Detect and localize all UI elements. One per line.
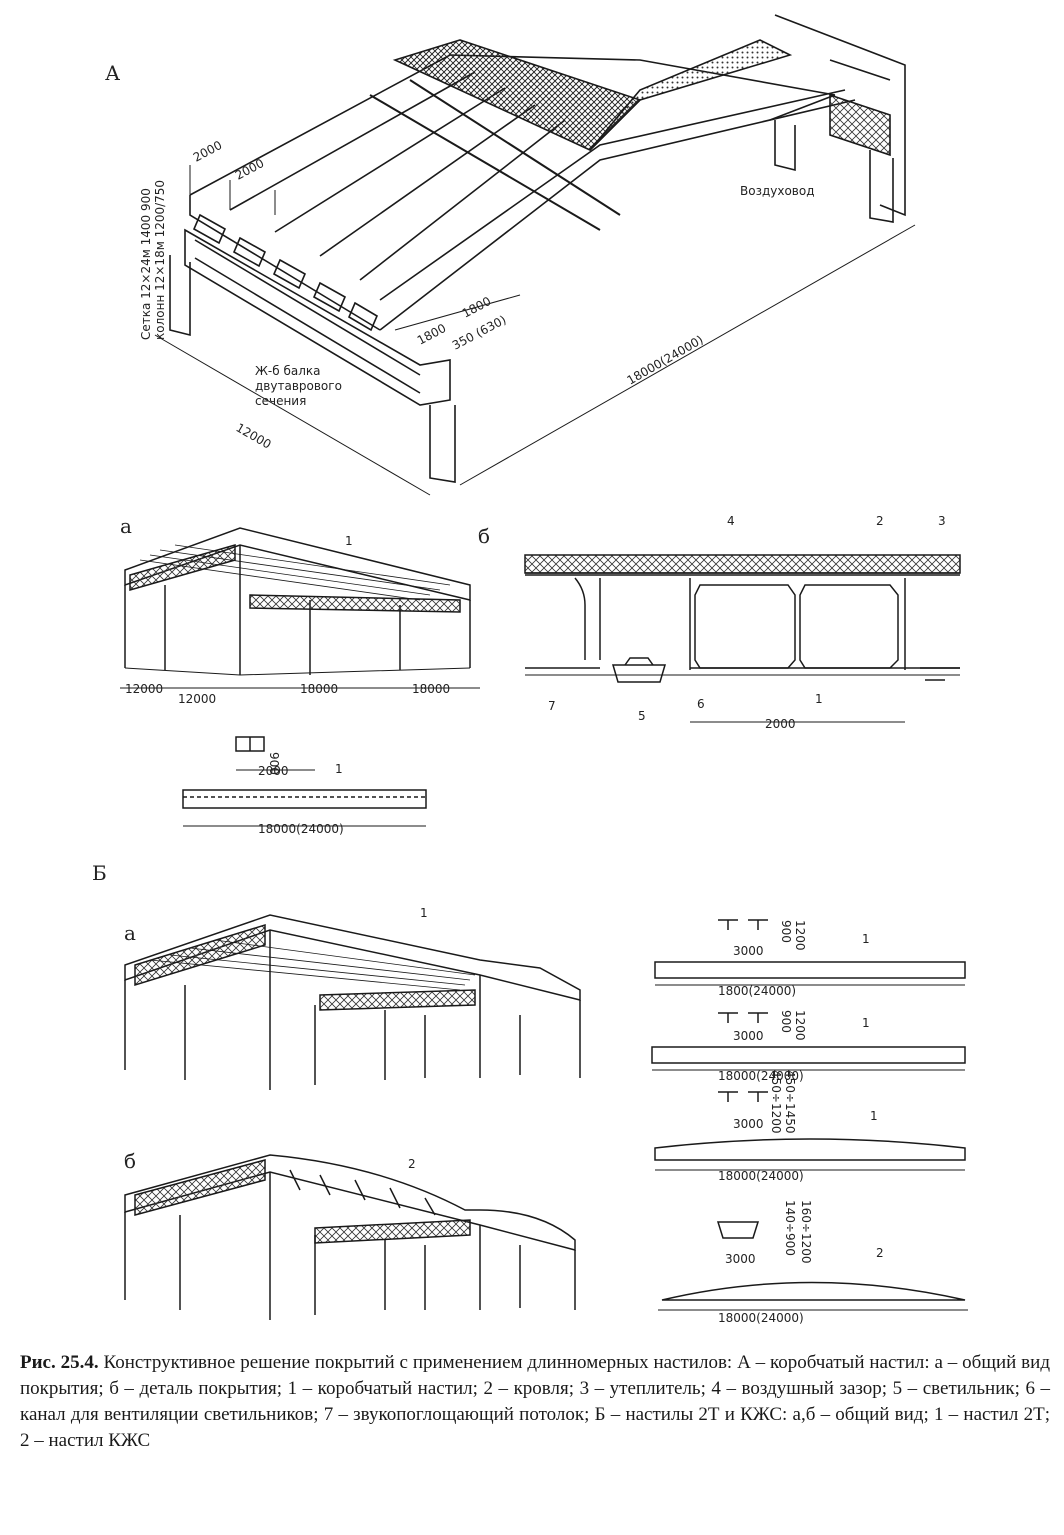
panel-b1-dim-w: 3000 [733,944,764,958]
panel-b2-length: 18000(24000) [718,1069,804,1083]
dim-12000: 12000 [234,420,274,451]
isometric-roof-view [154,14,916,496]
detail-callout-7: 7 [548,699,556,713]
grid-label-line2: колонн 12×18м 1200/750 [153,180,167,340]
panel-b3-dim-h2: 450÷1450 [783,1070,797,1134]
panel-b3-callout: 1 [870,1109,878,1123]
dim-1800-a: 1800 [415,321,449,348]
frame-a-perspective [120,527,480,689]
frame-a-dim-4: 18000 [412,682,450,696]
panel-b4-dim-h2: 160÷1200 [799,1200,813,1264]
panel-b4-dim-h1: 140÷900 [783,1200,797,1256]
roof-detail-section [524,554,961,723]
grid-label-line1: Сетка 12×24м 1400 900 [139,188,153,340]
detail-callout-6: 6 [697,697,705,711]
detail-callout-5: 5 [638,709,646,723]
figure-drawing: А а б Б а б [92,14,968,1325]
frame-a-dim-1: 12000 [125,682,163,696]
panel-b3-dim-h1: 450÷1200 [769,1070,783,1134]
beam-label-line3: сечения [255,394,306,408]
figure-caption: Рис. 25.4. Конструктивное решение покрыт… [20,1350,1050,1454]
panel-b3-dim-w: 3000 [733,1117,764,1131]
caption-label: Рис. 25.4. [20,1352,99,1373]
dim-2000-a: 2000 [191,138,225,165]
panel-b3-length: 18000(24000) [718,1169,804,1183]
dim-18000-iso: 18000(24000) [625,333,706,388]
dim-350: 350 (630) [450,313,509,353]
frame-b-2t-perspective [124,914,581,1090]
sub-label-a2: а [124,921,136,945]
detail-callout-1: 1 [815,692,823,706]
frame-b2-callout: 2 [408,1157,416,1171]
detail-callout-4: 4 [727,514,735,528]
frame-a-callout: 1 [345,534,353,548]
box-panel-elevation [182,736,427,827]
panel-b1-callout: 1 [862,932,870,946]
panel-b1-dim-h2: 1200 [793,920,807,951]
panels-b-elevations [651,919,968,1311]
frame-a-dim-3: 18000 [300,682,338,696]
panel-a-dim-h: 900 [267,752,281,775]
detail-dim-2000: 2000 [765,717,796,731]
sub-label-a1: а [120,514,132,538]
panel-b2-callout: 1 [862,1016,870,1030]
panel-a-length: 18000(24000) [258,822,344,836]
panel-b1-dim-h1: 900 [779,920,793,943]
panel-b4-length: 18000(24000) [718,1311,804,1325]
caption-text: Конструктивное решение покрытий с примен… [20,1352,1050,1451]
panel-a-dim-w: 2000 [258,764,289,778]
sub-label-b2: б [124,1149,136,1173]
frame-b-kzhs-perspective [124,1154,576,1320]
panel-b2-dim-h2: 1200 [793,1010,807,1041]
panel-b4-callout: 2 [876,1246,884,1260]
frame-a-dim-2: 12000 [178,692,216,706]
dim-1800-b: 1800 [460,294,494,321]
panel-b2-dim-h1: 900 [779,1010,793,1033]
sub-label-b1: б [478,524,490,548]
section-label-a: А [105,61,120,85]
detail-callout-3: 3 [938,514,946,528]
panel-b2-dim-w: 3000 [733,1029,764,1043]
panel-b1-length: 1800(24000) [718,984,796,998]
panel-a-callout: 1 [335,762,343,776]
beam-label-line1: Ж-б балка [255,364,321,378]
section-label-b: Б [92,861,107,885]
frame-b1-callout: 1 [420,906,428,920]
beam-label-line2: двутаврового [255,379,342,393]
detail-callout-2: 2 [876,514,884,528]
panel-b4-dim-w: 3000 [725,1252,756,1266]
duct-label: Воздуховод [740,184,815,198]
dim-2000-b: 2000 [233,156,267,183]
